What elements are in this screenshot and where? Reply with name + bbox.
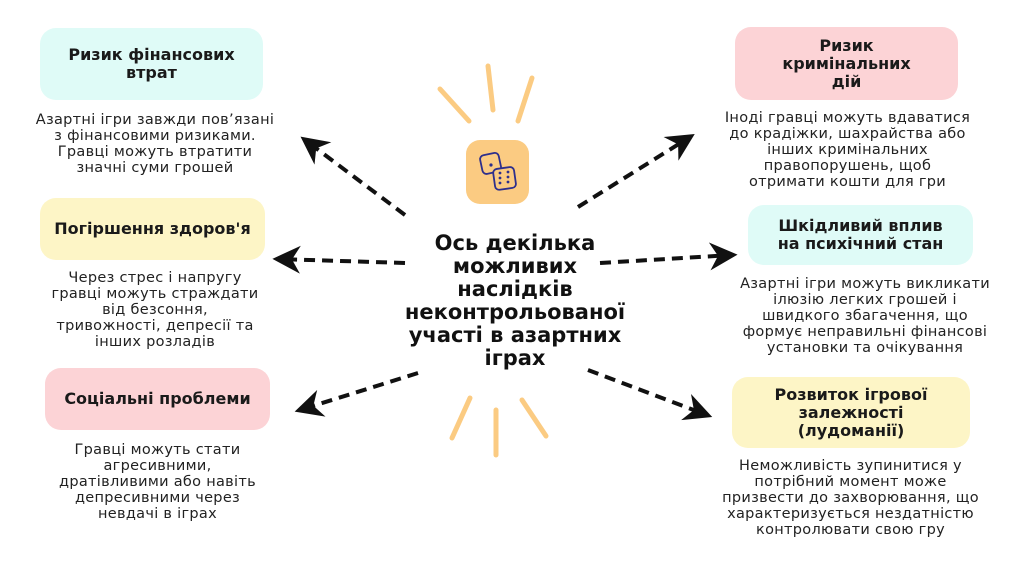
desc-health: Через стрес і напругу гравці можуть стра… (51, 270, 259, 350)
dice-icon (466, 140, 529, 204)
desc-addiction: Неможливість зупинитися у потрібний моме… (722, 458, 979, 538)
card-health: Погіршення здоров'я (40, 198, 265, 260)
arrow-to-social (294, 371, 419, 417)
arrow-to-health (272, 245, 406, 274)
burst-rays (437, 63, 549, 458)
card-financial-risk: Ризик фінансових втрат (40, 28, 263, 100)
card-criminal: Ризик кримінальних дій (735, 27, 958, 100)
arrow-to-mental (599, 242, 738, 271)
card-social: Соціальні проблеми (45, 368, 270, 430)
desc-mental: Азартні ігри можуть викликати ілюзію лег… (740, 276, 990, 356)
desc-financial-risk: Азартні ігри завжди пов’язані з фінансов… (35, 112, 275, 176)
card-mental: Шкідливий вплив на психічний стан (748, 205, 973, 265)
arrow-to-addiction (587, 368, 713, 421)
arrow-to-criminal (576, 134, 695, 209)
desc-criminal: Іноді гравці можуть вдаватися до крадіжк… (724, 110, 971, 190)
center-title: Ось декілька можливих наслідків неконтро… (404, 231, 626, 370)
arrow-to-financial (300, 136, 407, 217)
card-addiction: Розвиток ігрової залежності (лудоманії) (732, 377, 970, 448)
desc-social: Гравці можуть стати агресивними, дратівл… (59, 442, 256, 522)
